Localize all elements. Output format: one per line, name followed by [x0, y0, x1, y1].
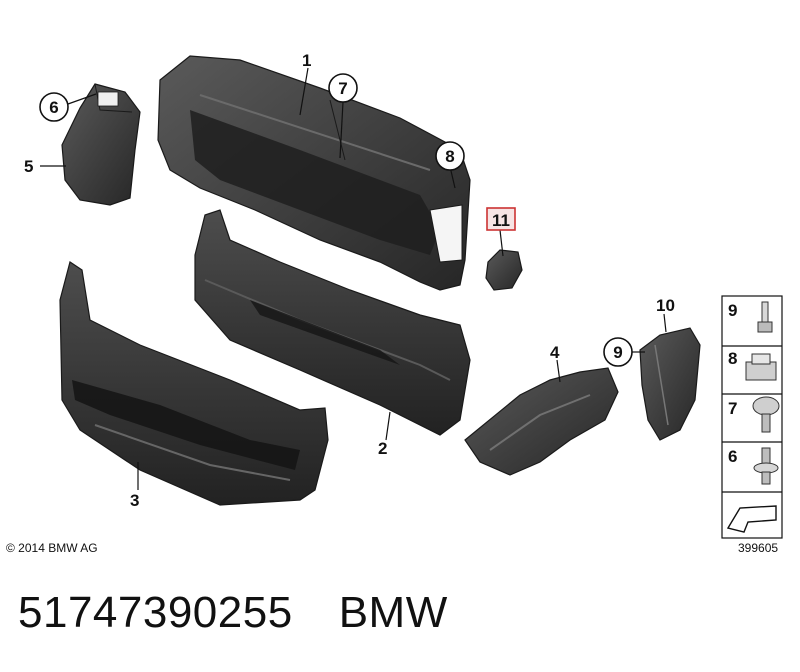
part-2-air-duct — [194, 209, 471, 436]
part-11-cover — [485, 249, 523, 291]
svg-text:8: 8 — [445, 147, 454, 166]
svg-text:7: 7 — [728, 399, 737, 418]
callouts: 1 2 3 4 5 6 7 8 9 10 — [24, 51, 675, 510]
legend-item-6: 6 — [728, 447, 779, 485]
svg-text:6: 6 — [728, 447, 737, 466]
svg-text:11: 11 — [492, 211, 510, 230]
svg-text:7: 7 — [338, 79, 347, 98]
callout-6: 6 — [39, 92, 69, 122]
footer-caption: 51747390255 BMW — [18, 588, 448, 638]
svg-text:2: 2 — [378, 439, 387, 458]
callout-4: 4 — [550, 343, 560, 362]
drawing-number: 399605 — [738, 541, 779, 555]
svg-text:6: 6 — [49, 98, 58, 117]
callout-10: 10 — [656, 296, 675, 315]
callout-9: 9 — [603, 337, 633, 367]
part-3-lower-panel — [59, 261, 329, 506]
part-4-side-duct — [464, 367, 619, 476]
legend-item-8: 8 — [728, 349, 777, 381]
svg-text:3: 3 — [130, 491, 139, 510]
svg-text:8: 8 — [728, 349, 737, 368]
callout-7: 7 — [328, 73, 358, 103]
brand-name: BMW — [338, 588, 448, 637]
fastener-legend: 9 8 7 6 — [721, 295, 783, 539]
legend-item-9: 9 — [728, 301, 773, 333]
callout-5: 5 — [24, 157, 33, 176]
svg-text:9: 9 — [728, 301, 737, 320]
callout-1: 1 — [302, 51, 311, 70]
svg-text:10: 10 — [656, 296, 675, 315]
svg-text:5: 5 — [24, 157, 33, 176]
part-1-carrier-frame — [157, 55, 471, 291]
callout-11: 11 — [486, 207, 516, 231]
svg-text:1: 1 — [302, 51, 311, 70]
callout-8: 8 — [435, 141, 465, 171]
svg-text:9: 9 — [613, 343, 622, 362]
callout-2: 2 — [378, 439, 387, 458]
callout-3: 3 — [130, 491, 139, 510]
arrow-icon — [726, 505, 777, 533]
part-10-right-bracket — [639, 327, 701, 441]
part-5-left-bracket — [61, 83, 141, 206]
legend-item-7: 7 — [728, 396, 780, 433]
part-number: 51747390255 — [18, 588, 293, 637]
copyright-text: © 2014 BMW AG — [6, 541, 98, 555]
svg-text:4: 4 — [550, 343, 560, 362]
